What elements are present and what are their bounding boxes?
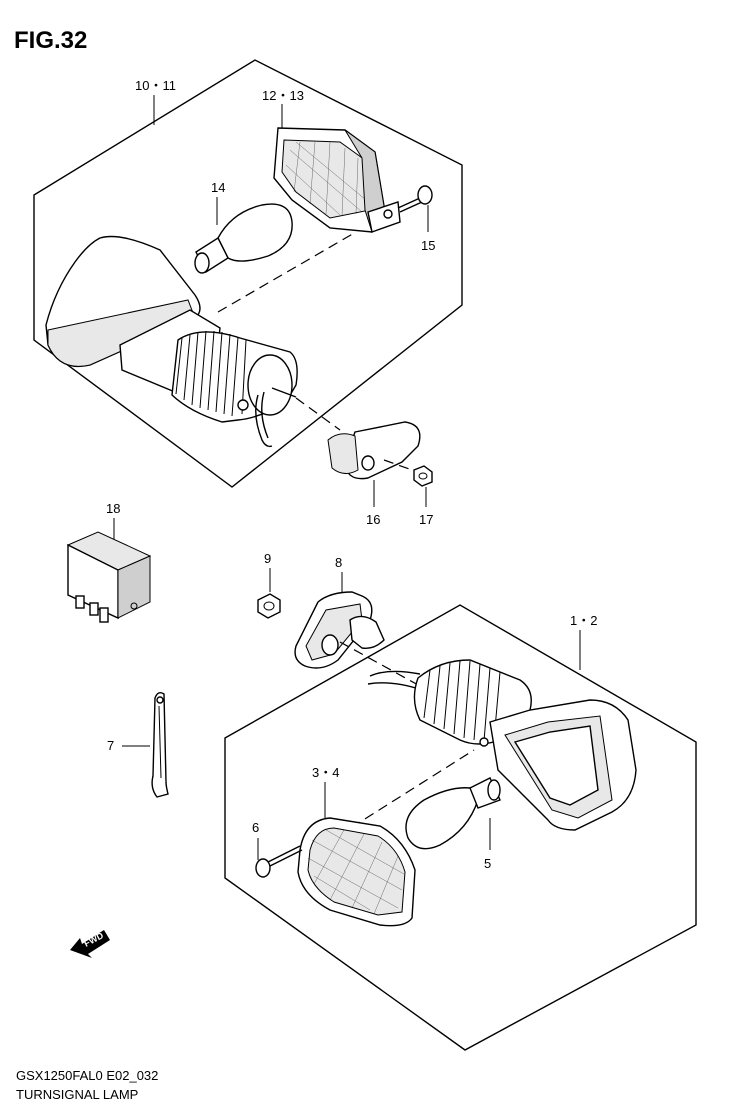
model-code: GSX1250FAL0 E02_032 <box>16 1068 158 1083</box>
nut-17 <box>413 465 433 487</box>
label-6: 6 <box>252 820 259 835</box>
label-3-4: 3・4 <box>312 765 339 780</box>
bulb-5 <box>405 777 501 850</box>
front-turnsignal-housing <box>367 659 637 831</box>
diagram-caption: TURNSIGNAL LAMP <box>16 1087 138 1102</box>
assembly-line-16 <box>295 397 341 431</box>
label-12-13: 12・13 <box>262 88 304 103</box>
mounting-gasket-8 <box>294 591 385 669</box>
rear-turnsignal-lens <box>273 127 401 234</box>
label-9: 9 <box>264 551 271 566</box>
bulb-14 <box>194 203 293 274</box>
clamp-band-7 <box>151 691 169 798</box>
rear-turnsignal-housing <box>45 235 298 448</box>
label-10-11: 10・11 <box>135 78 176 93</box>
label-1-2: 1・2 <box>570 613 597 628</box>
label-15: 15 <box>421 238 435 253</box>
lower-assembly-frame <box>224 604 697 1051</box>
label-14: 14 <box>211 180 225 195</box>
label-5: 5 <box>484 856 491 871</box>
turnsignal-relay-18 <box>66 531 152 623</box>
label-7: 7 <box>107 738 114 753</box>
forward-direction-arrow: FWD <box>70 930 110 958</box>
figure-title: FIG.32 <box>14 27 87 54</box>
upper-assembly-frame <box>33 59 463 488</box>
mounting-gasket-16 <box>327 421 421 480</box>
assembly-line-8 <box>339 641 421 687</box>
nut-9 <box>257 593 281 619</box>
label-18: 18 <box>106 501 120 516</box>
label-16: 16 <box>366 512 380 527</box>
lens-screw-15 <box>397 185 433 213</box>
lens-screw-6 <box>255 845 303 878</box>
label-17: 17 <box>419 512 433 527</box>
label-8: 8 <box>335 555 342 570</box>
assembly-line-17 <box>383 459 413 471</box>
assembly-line-lower <box>337 749 475 837</box>
front-turnsignal-lens <box>297 817 416 927</box>
assembly-line-upper <box>217 231 357 313</box>
